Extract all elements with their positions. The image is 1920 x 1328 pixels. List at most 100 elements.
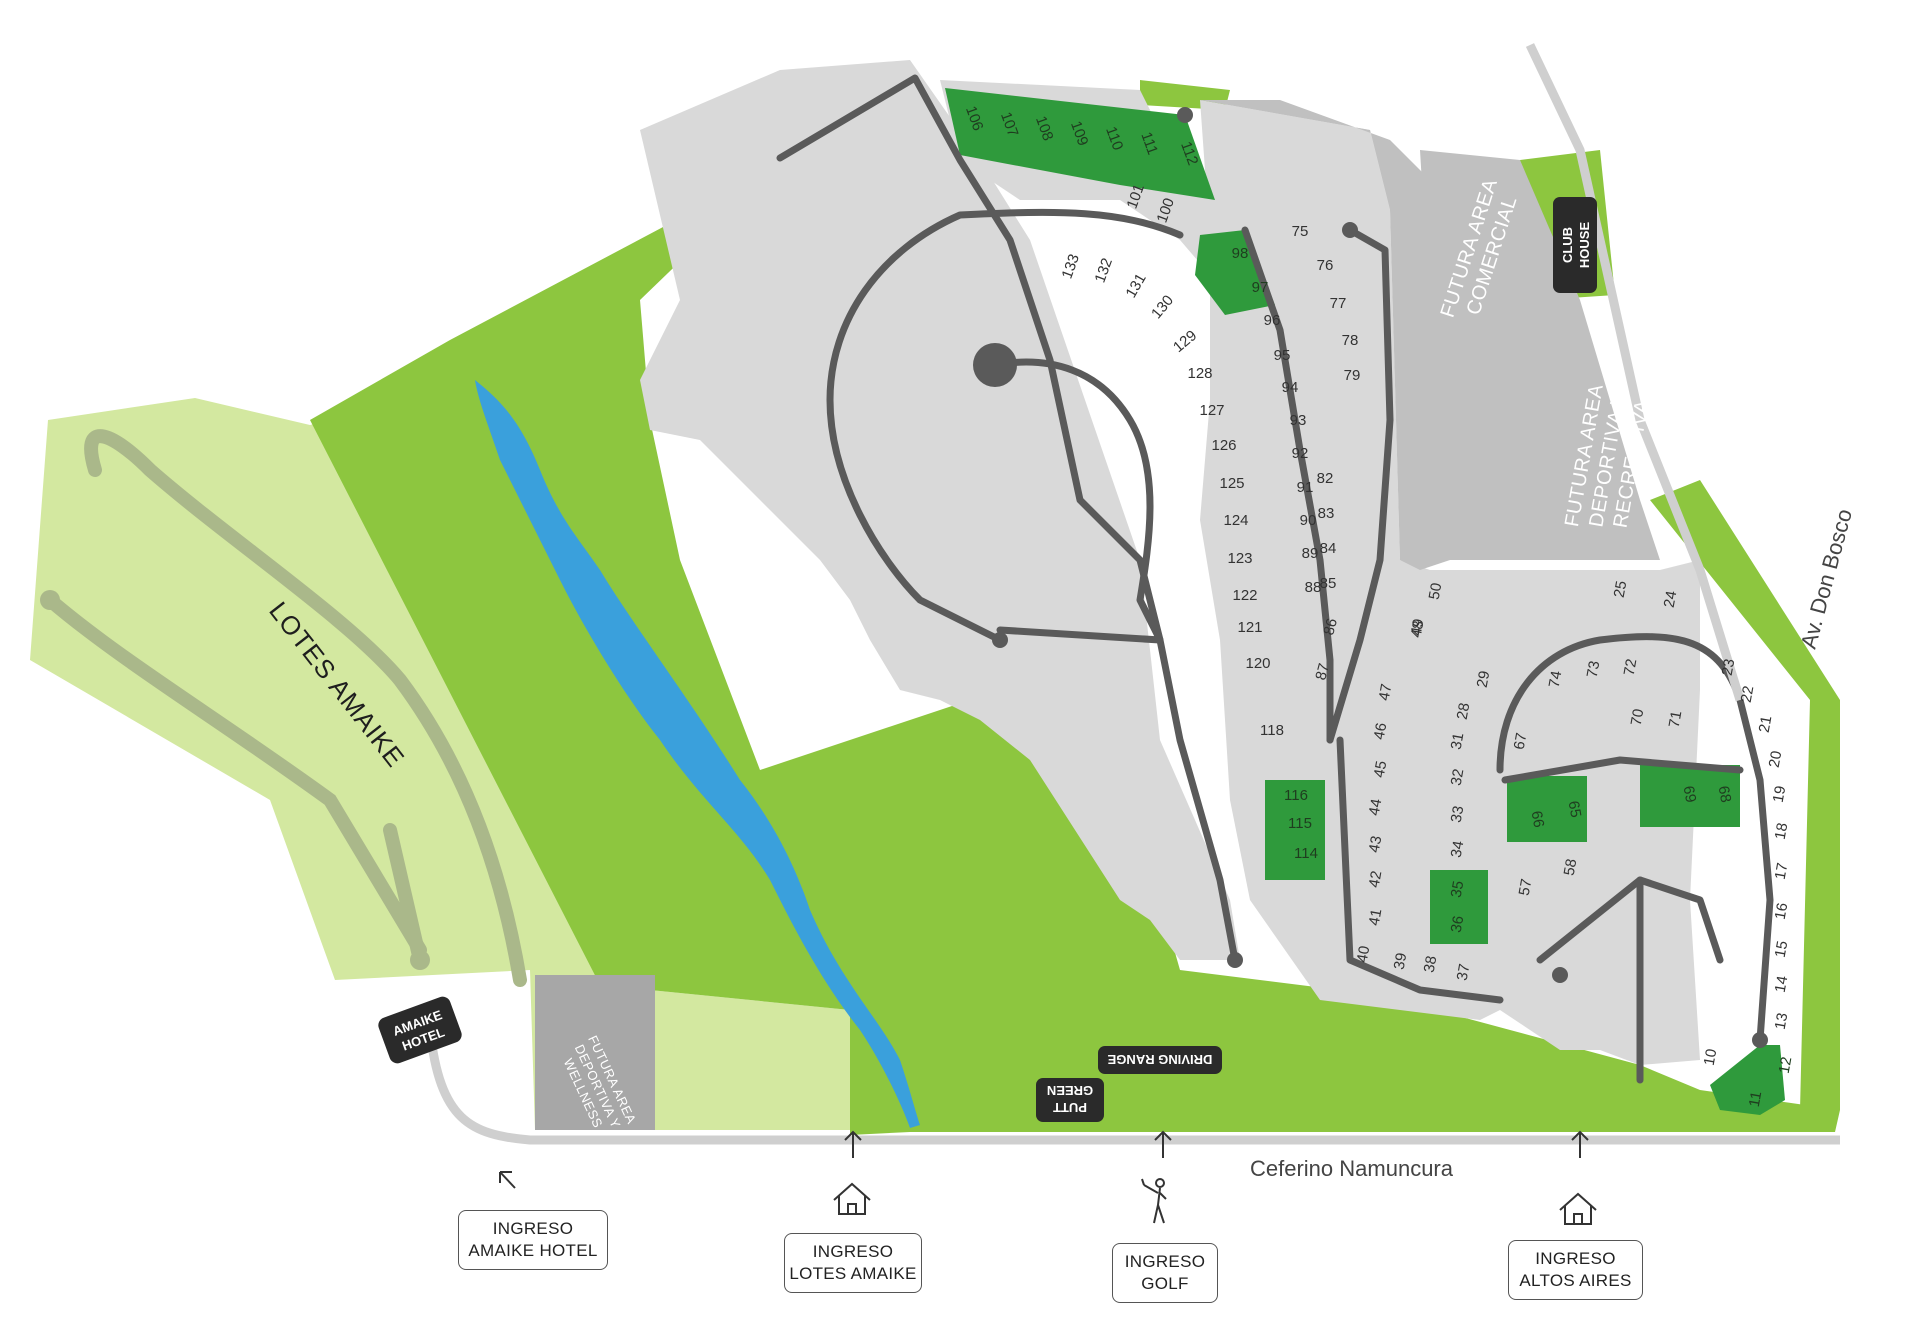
lot-121-label: 121	[1237, 619, 1262, 636]
lot-41-label: 41	[1366, 908, 1386, 927]
lot-82-label: 82	[1317, 470, 1334, 487]
don-bosco-road	[1525, 43, 1745, 702]
lot-123-label: 123	[1227, 550, 1252, 567]
road-outer-west	[776, 74, 1239, 964]
residential-block-west	[640, 60, 1240, 960]
lot-58-label: 58	[1561, 858, 1581, 877]
arrow-up-icon	[1154, 1130, 1172, 1158]
lot-68-label: 68	[1715, 785, 1735, 804]
svg-text:DRIVING RANGE: DRIVING RANGE	[1107, 1052, 1212, 1067]
lot-127-label: 127	[1199, 402, 1224, 419]
futura-comercial-area	[1200, 100, 1450, 570]
lot-126-label: 126	[1211, 437, 1236, 454]
lot-19-label: 19	[1770, 785, 1790, 804]
ceferino-road	[425, 1029, 1840, 1145]
road-circle-4	[1177, 107, 1193, 123]
futura-wellness-area	[535, 975, 655, 1130]
lot-92-label: 92	[1292, 445, 1309, 462]
lot-46-label: 46	[1371, 722, 1391, 741]
lot-133-label: 133	[1059, 252, 1084, 281]
lot-76-label: 76	[1317, 257, 1334, 274]
putting-green-badge: PUTT GREEN	[1036, 1078, 1104, 1122]
lot-96-label: 96	[1264, 312, 1281, 329]
svg-text:CLUB: CLUB	[1560, 227, 1575, 263]
arrow-up-icon	[1571, 1130, 1589, 1158]
svg-text:PUTT: PUTT	[1053, 1100, 1087, 1115]
lot-42-label: 42	[1366, 870, 1386, 889]
lot-28-label: 28	[1454, 702, 1474, 721]
lot-37-label: 37	[1454, 963, 1474, 982]
ceferino-label: Ceferino Namuncura	[1250, 1156, 1454, 1181]
svg-text:HOUSE: HOUSE	[1577, 222, 1592, 269]
svg-text:GREEN: GREEN	[1047, 1083, 1093, 1098]
green-strip-avenue	[1650, 480, 1840, 1110]
road-east-north	[1326, 226, 1394, 744]
sold-lot-block-66-65	[1507, 776, 1587, 842]
lot-20-label: 20	[1766, 750, 1786, 769]
road-circle-6	[1752, 1032, 1768, 1048]
amaike-end-2	[410, 950, 430, 970]
lot-131-label: 131	[1122, 271, 1149, 301]
lot-48-label: 48	[1408, 620, 1428, 639]
lot-69-label: 69	[1680, 785, 1700, 804]
lot-31-label: 31	[1448, 732, 1468, 751]
lot-72-label: 72	[1621, 658, 1641, 677]
road-altos-inner	[1501, 756, 1744, 784]
amaike-side	[383, 823, 427, 967]
road-altos-branch	[1536, 876, 1724, 964]
lot-75-label: 75	[1292, 223, 1309, 240]
amaike-hotel-badge: AMAIKE HOTEL	[378, 996, 462, 1064]
lot-22-label: 22	[1738, 685, 1758, 704]
lot-57-label: 57	[1516, 878, 1536, 897]
lot-70-label: 70	[1628, 708, 1648, 727]
lot-21-label: 21	[1756, 715, 1776, 734]
lot-65-label: 65	[1565, 800, 1585, 819]
roads	[776, 74, 1774, 1084]
lot-15-label: 15	[1772, 940, 1792, 959]
lot-97-label: 97	[1252, 279, 1269, 296]
lot-43-label: 43	[1366, 835, 1386, 854]
road-circle-3	[992, 632, 1008, 648]
lot-118-label: 118	[1260, 722, 1284, 739]
entrance-arrows	[499, 1130, 1589, 1189]
lot-33-label: 33	[1448, 805, 1468, 824]
lot-86-label: 86	[1320, 617, 1341, 638]
lot-89-label: 89	[1302, 545, 1319, 562]
lot-132-label: 132	[1092, 256, 1117, 285]
sold-lot-block-116-114	[1265, 780, 1325, 880]
lot-67-label: 67	[1511, 732, 1531, 751]
lot-78-label: 78	[1342, 332, 1359, 349]
lot-90-label: 90	[1300, 512, 1317, 529]
lot-85-label: 85	[1320, 575, 1337, 592]
lot-40-label: 40	[1354, 945, 1374, 964]
golfer-icon	[1141, 1178, 1167, 1224]
lot-91-label: 91	[1297, 479, 1314, 496]
lot-130-label: 130	[1148, 292, 1177, 322]
house-icon	[833, 1182, 871, 1215]
lot-87-label: 87	[1312, 662, 1333, 683]
driving-range-badge: DRIVING RANGE	[1098, 1046, 1222, 1074]
lot-77-label: 77	[1330, 295, 1347, 312]
lot-125-label: 125	[1219, 475, 1244, 492]
lot-50-label: 50	[1426, 582, 1446, 601]
lot-23-label: 23	[1719, 658, 1739, 677]
arrow-icon	[499, 1171, 516, 1189]
lot-129-label: 129	[1170, 327, 1200, 356]
lot-124-label: 124	[1223, 512, 1248, 529]
lot-94-label: 94	[1282, 379, 1299, 396]
sold-lots	[945, 88, 1785, 1115]
lot-93-label: 93	[1290, 412, 1307, 429]
golf-course-area	[310, 165, 1840, 1135]
sold-lot-block-69-68	[1640, 765, 1740, 827]
lot-14-label: 14	[1772, 975, 1792, 994]
amaike-end-1	[40, 590, 60, 610]
lot-32-label: 32	[1448, 768, 1468, 787]
lot-44-label: 44	[1366, 798, 1386, 817]
lake-water	[475, 380, 920, 1128]
amaike-spur	[43, 593, 427, 957]
